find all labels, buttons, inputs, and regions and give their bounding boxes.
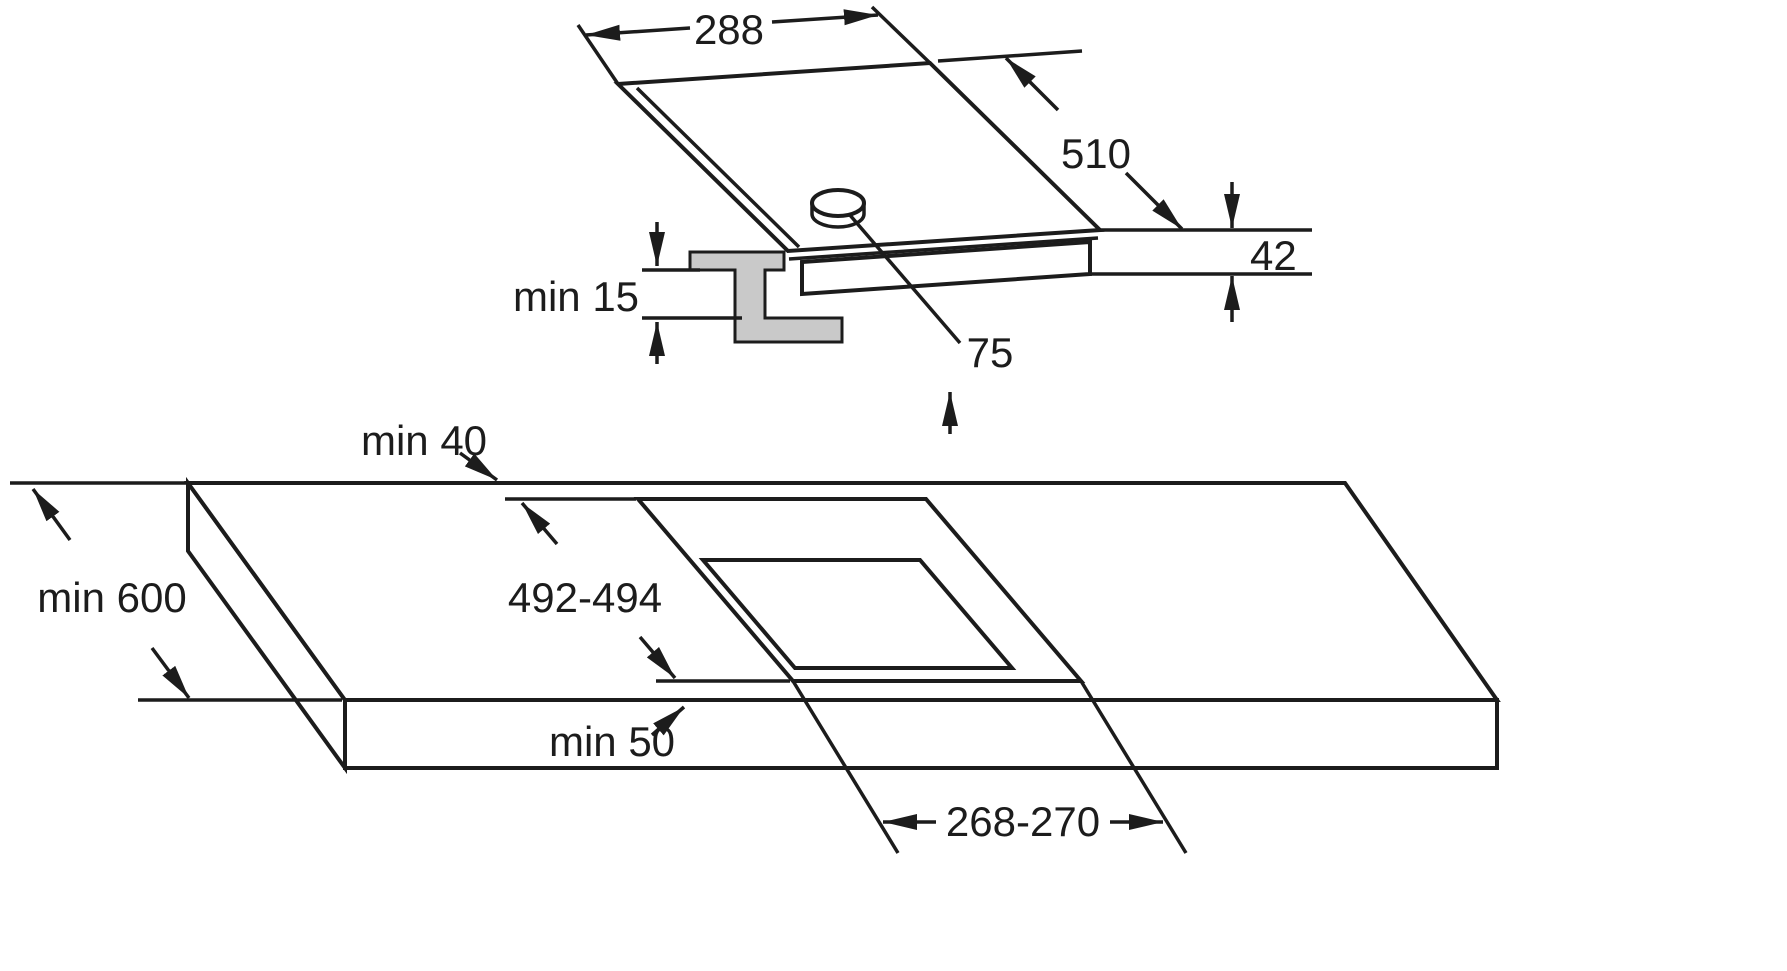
- glass-thickness-edge: [788, 236, 1099, 261]
- extension-line-right: [1079, 680, 1188, 854]
- leader-arrow: [458, 451, 499, 482]
- worktop-isometric-view: min 40 min 600 492-494 min 50: [10, 417, 1501, 854]
- arrow-lower: [1124, 171, 1184, 231]
- dim-label-min-rear-distance: min 40: [361, 417, 487, 464]
- dim-label-hob-height: 42: [1250, 232, 1297, 279]
- extension-line: [870, 5, 932, 65]
- hob-isometric-view: 288 510 42 min 15 75: [513, 5, 1312, 434]
- glass-bevel-edge: [635, 86, 801, 249]
- leader-line: [847, 212, 962, 345]
- leader-arrow: [650, 705, 686, 737]
- arrow-upper: [31, 487, 72, 542]
- dim-min-front-distance: min 50: [549, 705, 686, 765]
- dim-hob-height: 42: [1090, 182, 1312, 322]
- arrow-lower: [638, 635, 677, 680]
- worktop-front-face: [343, 698, 1499, 770]
- connection-knob: [810, 188, 866, 229]
- cutout-inner-edge: [698, 558, 1017, 670]
- dim-hob-depth: 510: [937, 49, 1184, 231]
- dim-cutout-width: 268-270: [791, 680, 1188, 854]
- dim-label-cutout-width: 268-270: [946, 798, 1100, 845]
- extension-line: [937, 49, 1083, 63]
- arrow-left: [585, 24, 691, 41]
- dim-label-min-front-distance: min 50: [549, 718, 675, 765]
- dim-label-min-worktop-depth: min 600: [37, 574, 186, 621]
- dim-label-cutout-depth: 492-494: [508, 574, 662, 621]
- dim-min-clearance-below: min 15: [513, 222, 742, 364]
- dim-label-connection-offset: 75: [967, 329, 1014, 376]
- extension-line-left: [791, 680, 900, 854]
- dim-min-rear-distance: min 40: [361, 417, 499, 482]
- arrow-upper: [1004, 56, 1060, 112]
- dim-label-hob-depth: 510: [1061, 130, 1131, 177]
- dim-cutout-depth: 492-494: [505, 497, 790, 683]
- arrow-lower: [150, 646, 191, 700]
- dim-label-min-clearance: min 15: [513, 273, 639, 320]
- dim-connection-offset: 75: [847, 212, 1014, 434]
- arrow-right: [771, 9, 879, 26]
- dim-min-worktop-depth: min 600: [10, 481, 342, 702]
- arrow-upper: [520, 501, 559, 546]
- dim-label-hob-width: 288: [694, 6, 764, 53]
- mounting-bracket: [688, 250, 844, 344]
- extension-line: [576, 24, 620, 85]
- dim-hob-width: 288: [576, 5, 932, 85]
